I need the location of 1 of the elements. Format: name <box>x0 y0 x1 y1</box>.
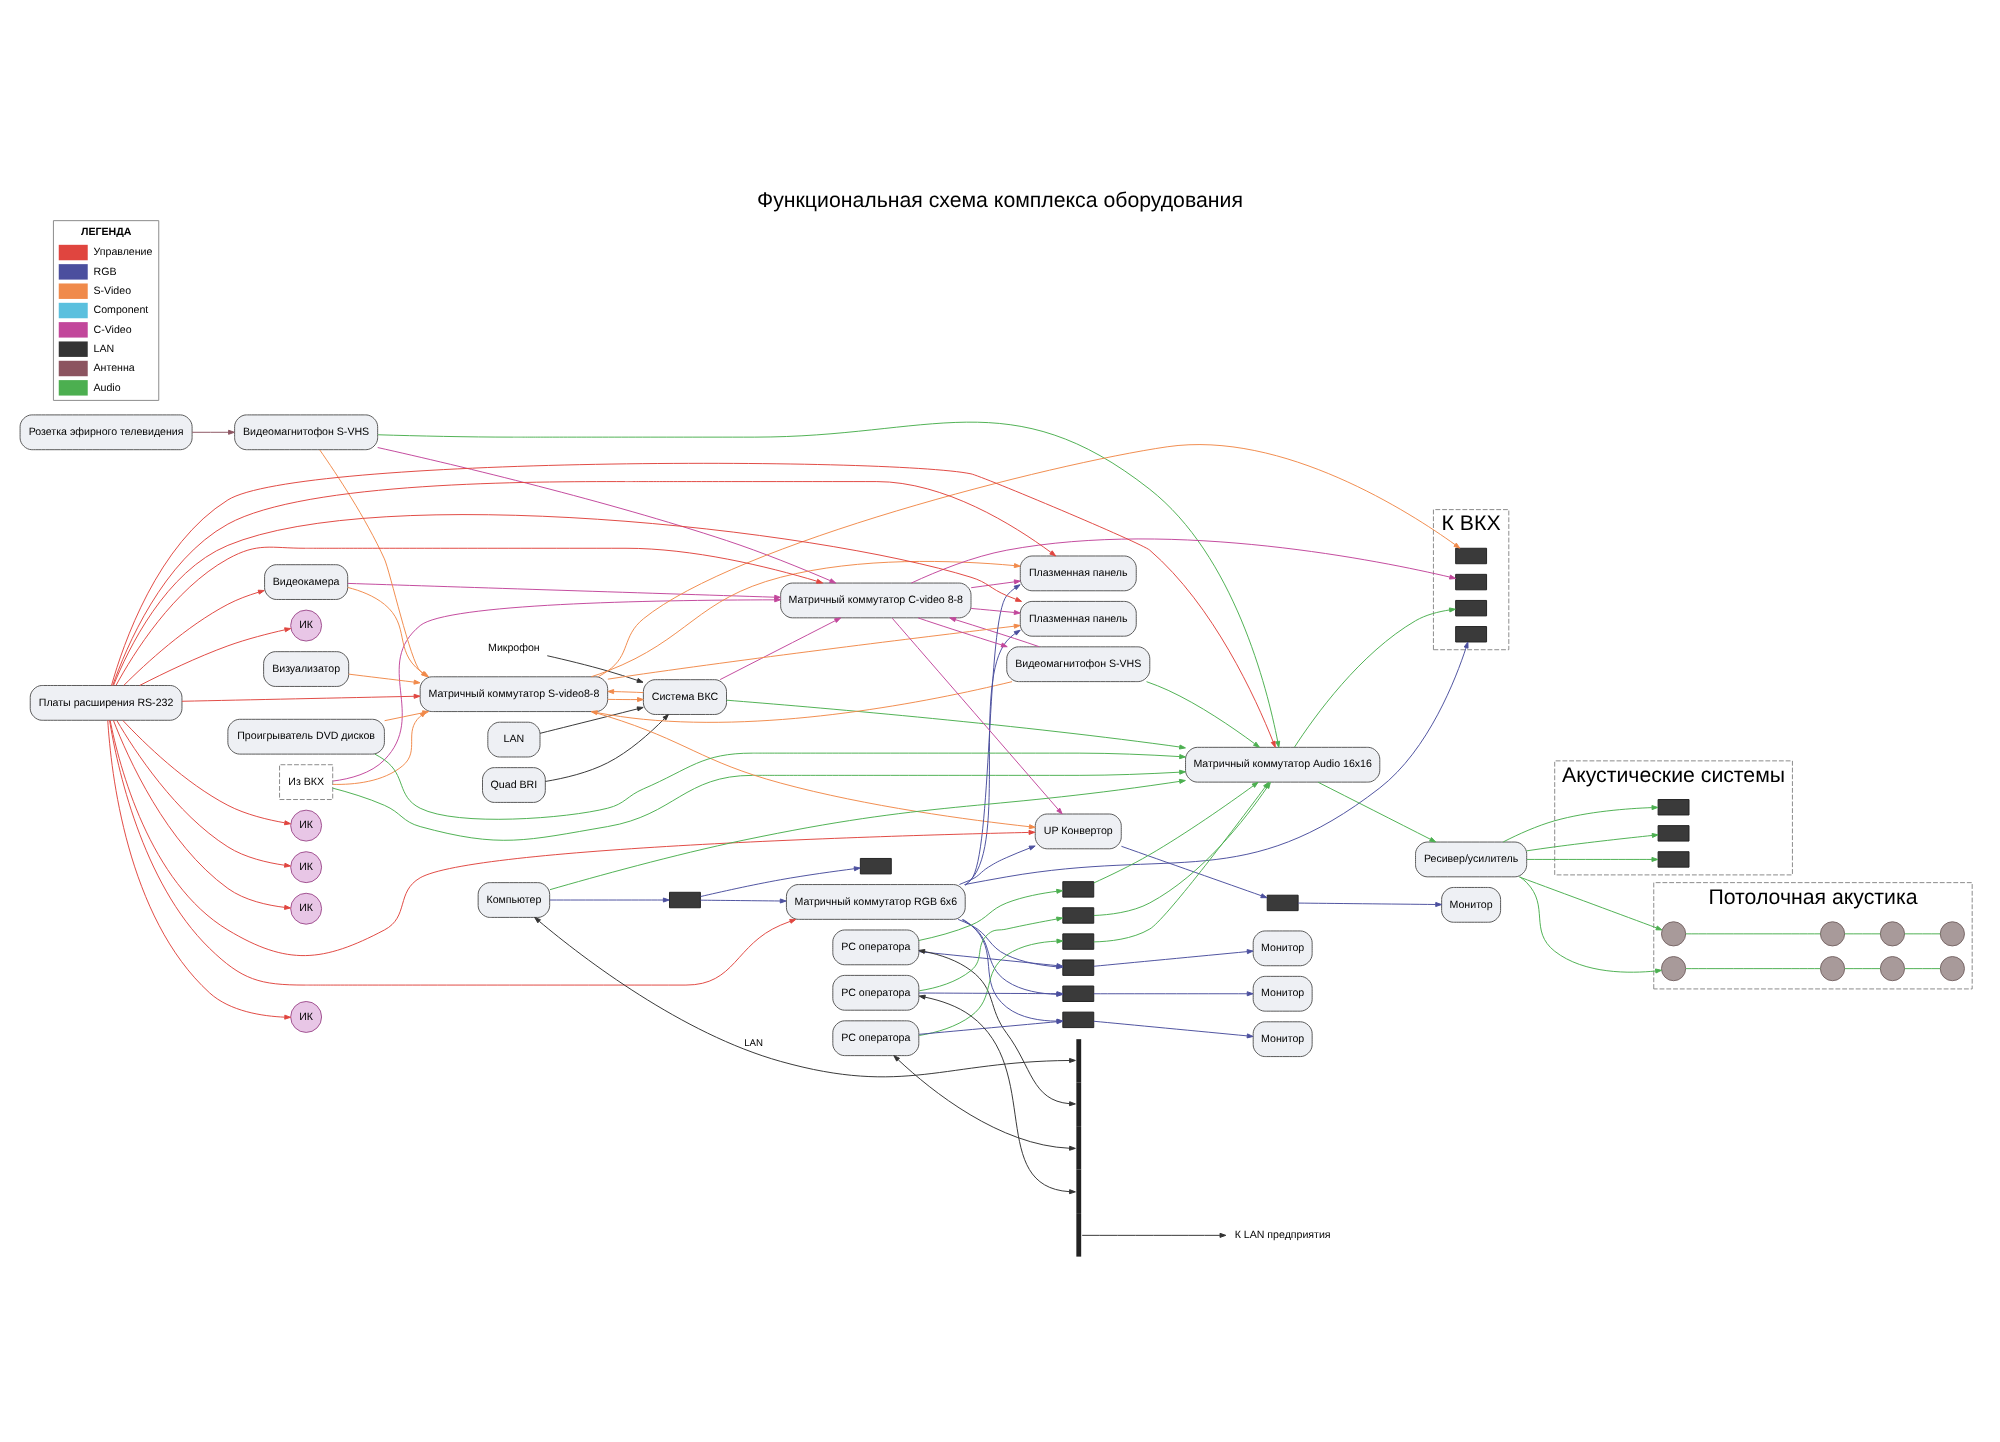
diagram-title: Функциональная схема комплекса оборудования <box>757 188 1243 213</box>
